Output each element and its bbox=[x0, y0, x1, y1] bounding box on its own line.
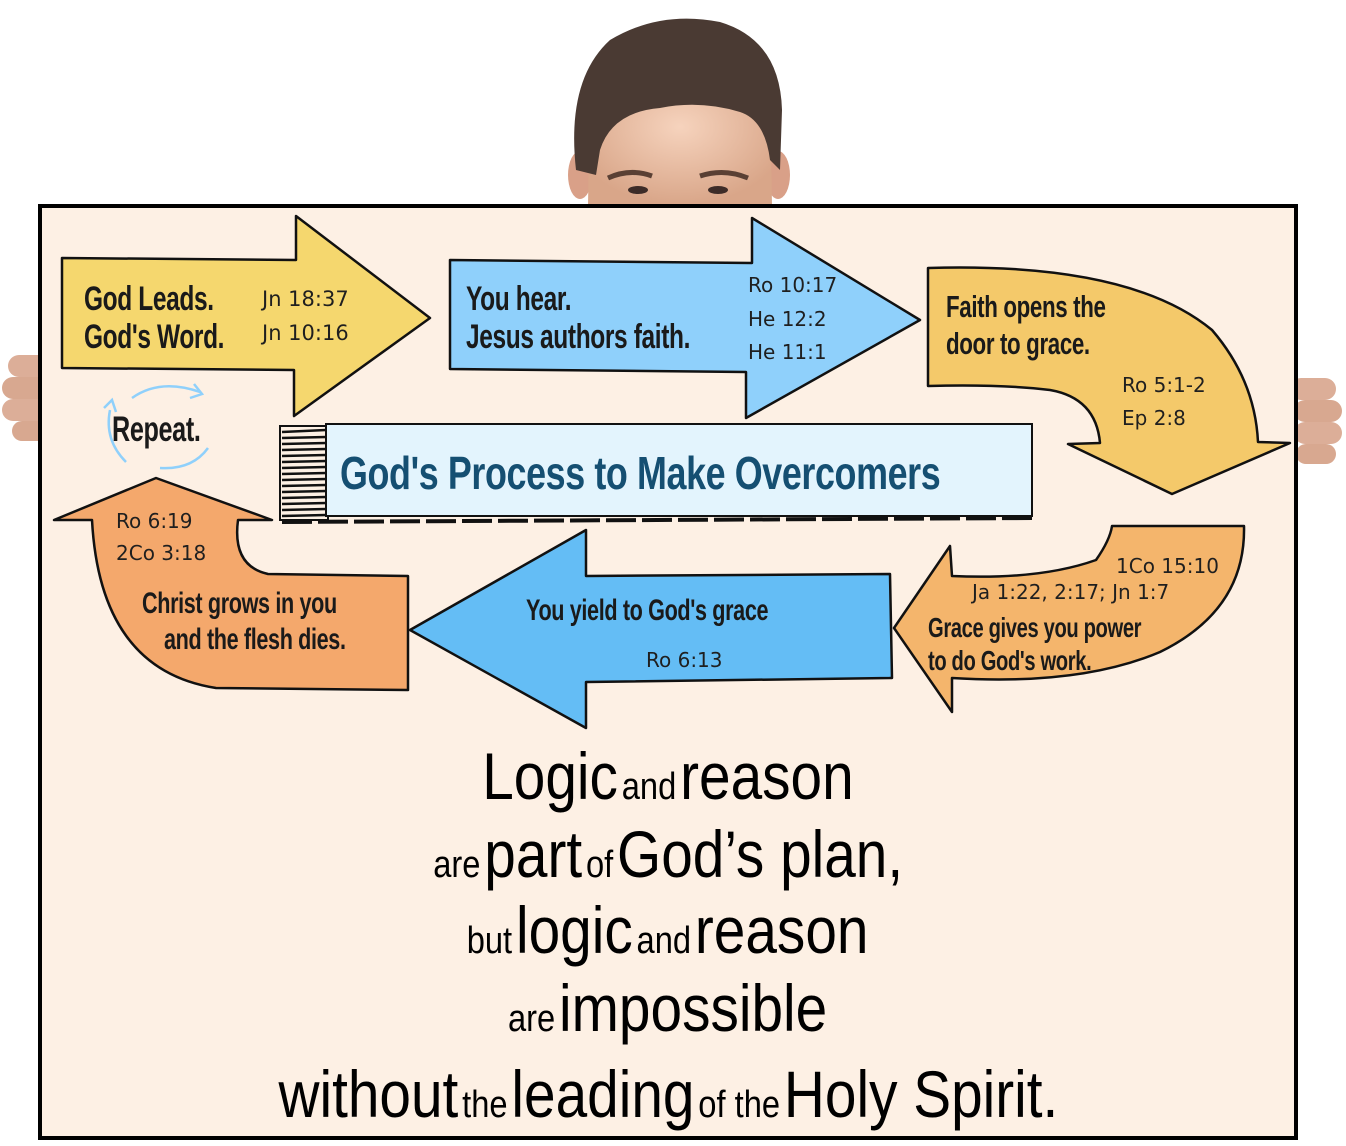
step3-arrow bbox=[926, 266, 1292, 496]
quote-word: of the bbox=[697, 1084, 780, 1126]
title-banner-spine bbox=[279, 425, 1033, 524]
quote-word: logic bbox=[516, 893, 634, 967]
step4-ref2: Ja 1:22, 2:17; Jn 1:7 bbox=[972, 580, 1170, 604]
step2-arrow bbox=[448, 216, 922, 420]
right-hand bbox=[1290, 378, 1342, 464]
quote-word: reason bbox=[680, 739, 854, 813]
step5-arrow bbox=[408, 528, 894, 730]
step6-line2: and the flesh dies. bbox=[164, 623, 346, 656]
quote-word: but bbox=[467, 920, 513, 962]
quote-line-5: without the leading of the Holy Spirit. bbox=[38, 1056, 1298, 1132]
quote-word: impossible bbox=[559, 971, 828, 1045]
quote-word: and bbox=[621, 766, 677, 808]
step1-ref1: Jn 18:37 bbox=[262, 287, 349, 311]
title-banner bbox=[325, 423, 1033, 517]
hair bbox=[574, 18, 782, 176]
step4-line2: to do God's work. bbox=[928, 645, 1092, 676]
right-eye bbox=[708, 186, 728, 194]
quote-word: and bbox=[636, 920, 692, 962]
quote-word: are bbox=[508, 998, 556, 1040]
step4-line1: Grace gives you power bbox=[928, 612, 1142, 643]
step2-line2: Jesus authors faith. bbox=[466, 318, 691, 356]
quote-word: Holy Spirit. bbox=[783, 1057, 1058, 1131]
step6-arrow bbox=[52, 476, 410, 692]
quote-word: the bbox=[461, 1084, 508, 1126]
step1-arrow bbox=[60, 214, 432, 418]
step3-line1: Faith opens the bbox=[946, 289, 1106, 324]
left-eye bbox=[628, 186, 648, 194]
quote-line-1: Logic and reason bbox=[38, 738, 1298, 814]
right-eyebrow bbox=[699, 170, 749, 181]
step2-ref2: He 12:2 bbox=[748, 307, 827, 331]
step1-line1: God Leads. bbox=[84, 280, 214, 318]
step3-line2: door to grace. bbox=[946, 326, 1090, 361]
step3-ref1: Ro 5:1-2 bbox=[1122, 373, 1206, 397]
quote-word: are bbox=[433, 844, 481, 886]
quote-word: part bbox=[484, 817, 582, 891]
quote-line-4: are impossible bbox=[38, 970, 1298, 1046]
quote-word: leading bbox=[511, 1057, 695, 1131]
repeat-label: Repeat. bbox=[112, 410, 201, 449]
left-eyebrow bbox=[606, 170, 653, 181]
step2-line1: You hear. bbox=[466, 280, 572, 318]
quote-line-3: but logic and reason bbox=[38, 892, 1298, 968]
step6-ref2: 2Co 3:18 bbox=[116, 541, 207, 565]
step4-ref1: 1Co 15:10 bbox=[1116, 554, 1219, 578]
step6-ref1: Ro 6:19 bbox=[116, 509, 193, 533]
step1-ref2: Jn 10:16 bbox=[262, 321, 349, 345]
step5-line1: You yield to God's grace bbox=[526, 594, 769, 627]
quote-word: God’s plan, bbox=[616, 817, 903, 891]
step4-arrow bbox=[892, 524, 1246, 714]
quote-word: of bbox=[585, 844, 614, 886]
quote-word: Logic bbox=[482, 739, 618, 813]
step2-ref1: Ro 10:17 bbox=[748, 273, 838, 297]
step5-ref1: Ro 6:13 bbox=[646, 648, 723, 672]
right-ear bbox=[766, 151, 790, 199]
step2-ref3: He 11:1 bbox=[748, 340, 827, 364]
step1-line2: God's Word. bbox=[84, 318, 225, 356]
step6-line1: Christ grows in you bbox=[142, 587, 337, 620]
repeat-cycle-icon bbox=[103, 383, 210, 470]
quote-word: without bbox=[278, 1057, 458, 1131]
step3-ref2: Ep 2:8 bbox=[1122, 406, 1186, 430]
quote-line-2: are part of God’s plan, bbox=[38, 816, 1298, 892]
quote-word: reason bbox=[695, 893, 869, 967]
diagram-title: God's Process to Make Overcomers bbox=[340, 447, 941, 499]
